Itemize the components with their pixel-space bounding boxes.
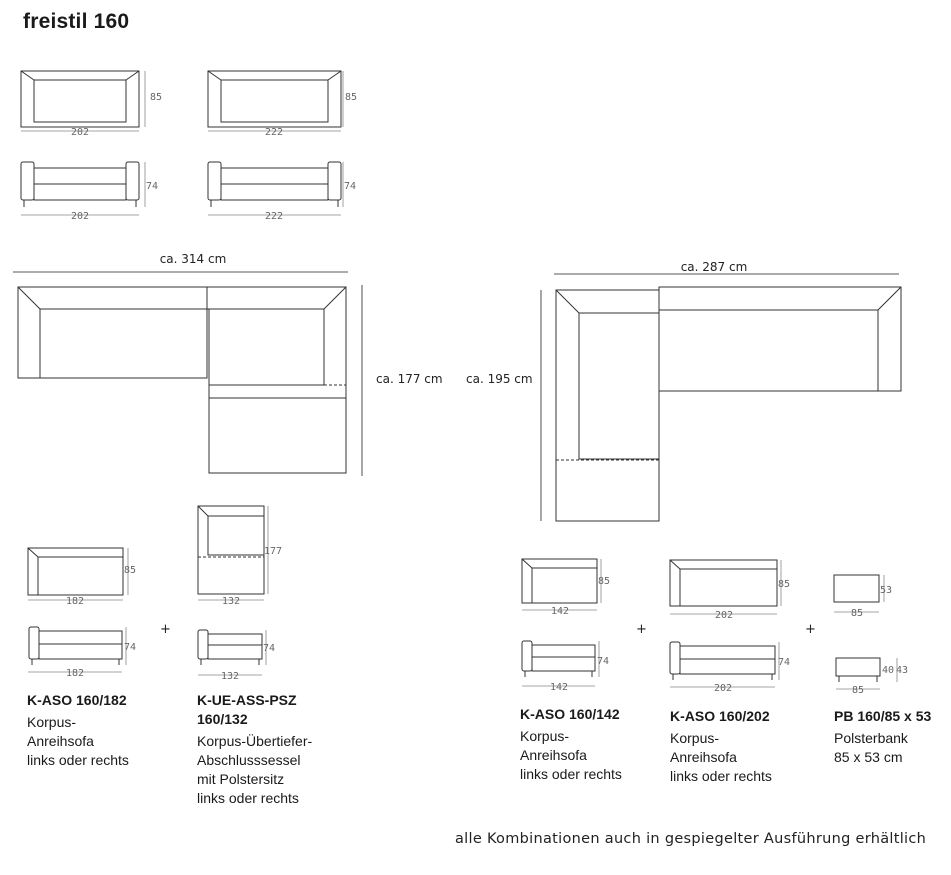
dim-aso142-side-width: 142 bbox=[550, 682, 568, 693]
sofa-202-side bbox=[20, 161, 140, 207]
dim-pb-side-width: 85 bbox=[852, 685, 864, 696]
dim-side-222-width: 222 bbox=[265, 211, 283, 222]
dim-aso182-depth: 85 bbox=[124, 565, 136, 576]
dimension-lines bbox=[13, 71, 899, 690]
plus-sign-1: + bbox=[160, 622, 171, 637]
module-desc-line: Korpus- bbox=[27, 714, 77, 730]
dim-sofa-222-width: 222 bbox=[265, 127, 283, 138]
dim-aso182-width: 182 bbox=[66, 596, 84, 607]
module-code: K-ASO 160/202 bbox=[670, 708, 770, 724]
module-desc-line: 85 x 53 cm bbox=[834, 749, 903, 765]
plus-sign-3: + bbox=[805, 622, 816, 637]
module-desc-line: Abschlusssessel bbox=[197, 752, 301, 768]
dim-aso182-side-width: 182 bbox=[66, 668, 84, 679]
module-aso202: K-ASO 160/202 Korpus- Anreihsofa links o… bbox=[670, 707, 772, 786]
combo-right-depth-label: ca. 195 cm bbox=[466, 372, 533, 386]
dim-aso142-depth: 85 bbox=[598, 576, 610, 587]
module-desc-line: Korpus- bbox=[520, 728, 570, 744]
module-aso142: K-ASO 160/142 Korpus- Anreihsofa links o… bbox=[520, 705, 622, 784]
module-desc-line: links oder rechts bbox=[197, 790, 299, 806]
module-pb: PB 160/85 x 53 Polsterbank 85 x 53 cm bbox=[834, 707, 931, 767]
dim-psz-height: 74 bbox=[263, 643, 275, 654]
combo-right-plan bbox=[555, 286, 902, 522]
module-desc-line: Polsterbank bbox=[834, 730, 908, 746]
module-desc-line: links oder rechts bbox=[27, 752, 129, 768]
psz-plan bbox=[197, 505, 265, 595]
dim-side-222-height: 74 bbox=[344, 181, 356, 192]
module-code: 160/132 bbox=[197, 711, 248, 727]
module-desc-line: Korpus- bbox=[670, 730, 720, 746]
combo-left-depth-label: ca. 177 cm bbox=[376, 372, 443, 386]
dim-psz-depth: 177 bbox=[264, 546, 282, 557]
dim-aso182-height: 74 bbox=[124, 642, 136, 653]
dim-pb-seat: 40 bbox=[882, 665, 894, 676]
module-desc-line: links oder rechts bbox=[670, 768, 772, 784]
aso202-side bbox=[669, 641, 776, 680]
combo-left-plan bbox=[17, 286, 347, 474]
dim-aso202-width: 202 bbox=[715, 610, 733, 621]
psz-side bbox=[197, 629, 263, 665]
dim-side-202-height: 74 bbox=[146, 181, 158, 192]
dim-sofa-202-width: 202 bbox=[71, 127, 89, 138]
aso202-plan bbox=[669, 559, 778, 607]
module-code: K-UE-ASS-PSZ bbox=[197, 692, 297, 708]
module-code: K-ASO 160/182 bbox=[27, 692, 127, 708]
page-title: freistil 160 bbox=[23, 10, 130, 33]
dim-pb-depth: 53 bbox=[880, 585, 892, 596]
module-code: K-ASO 160/142 bbox=[520, 706, 620, 722]
module-desc-line: Anreihsofa bbox=[670, 749, 737, 765]
combo-left-width-label: ca. 314 cm bbox=[160, 252, 227, 266]
module-aso182: K-ASO 160/182 Korpus- Anreihsofa links o… bbox=[27, 691, 129, 770]
dim-aso202-height: 74 bbox=[778, 657, 790, 668]
dim-sofa-222-depth: 85 bbox=[345, 92, 357, 103]
module-desc-line: Korpus-Übertiefer- bbox=[197, 733, 313, 749]
pb-side bbox=[835, 657, 881, 682]
plus-sign-2: + bbox=[636, 622, 647, 637]
aso182-side bbox=[28, 626, 123, 665]
module-desc-line: mit Polstersitz bbox=[197, 771, 285, 787]
module-desc-line: links oder rechts bbox=[520, 766, 622, 782]
dim-aso202-depth: 85 bbox=[778, 579, 790, 590]
combo-right-width-label: ca. 287 cm bbox=[681, 260, 748, 274]
module-psz: K-UE-ASS-PSZ 160/132 Korpus-Übertiefer- … bbox=[197, 691, 312, 808]
sofa-222-side bbox=[207, 161, 342, 207]
module-code: PB 160/85 x 53 bbox=[834, 708, 932, 724]
dim-side-202-width: 202 bbox=[71, 211, 89, 222]
dim-pb-height: 43 bbox=[896, 665, 908, 676]
dim-psz-width: 132 bbox=[222, 596, 240, 607]
pb-plan bbox=[833, 574, 880, 603]
dim-pb-width: 85 bbox=[851, 608, 863, 619]
aso142-plan bbox=[521, 558, 598, 604]
dim-psz-side-width: 132 bbox=[221, 671, 239, 682]
sofa-222-plan bbox=[207, 70, 342, 128]
dim-aso142-width: 142 bbox=[551, 606, 569, 617]
sofa-202-plan bbox=[20, 70, 140, 128]
module-desc-line: Anreihsofa bbox=[520, 747, 587, 763]
dim-aso202-side-width: 202 bbox=[714, 683, 732, 694]
dim-aso142-height: 74 bbox=[597, 656, 609, 667]
aso142-side bbox=[521, 640, 596, 677]
aso182-plan bbox=[27, 547, 124, 596]
footer-note: alle Kombinationen auch in gespiegelter … bbox=[455, 831, 927, 847]
module-desc-line: Anreihsofa bbox=[27, 733, 94, 749]
dim-sofa-202-depth: 85 bbox=[150, 92, 162, 103]
